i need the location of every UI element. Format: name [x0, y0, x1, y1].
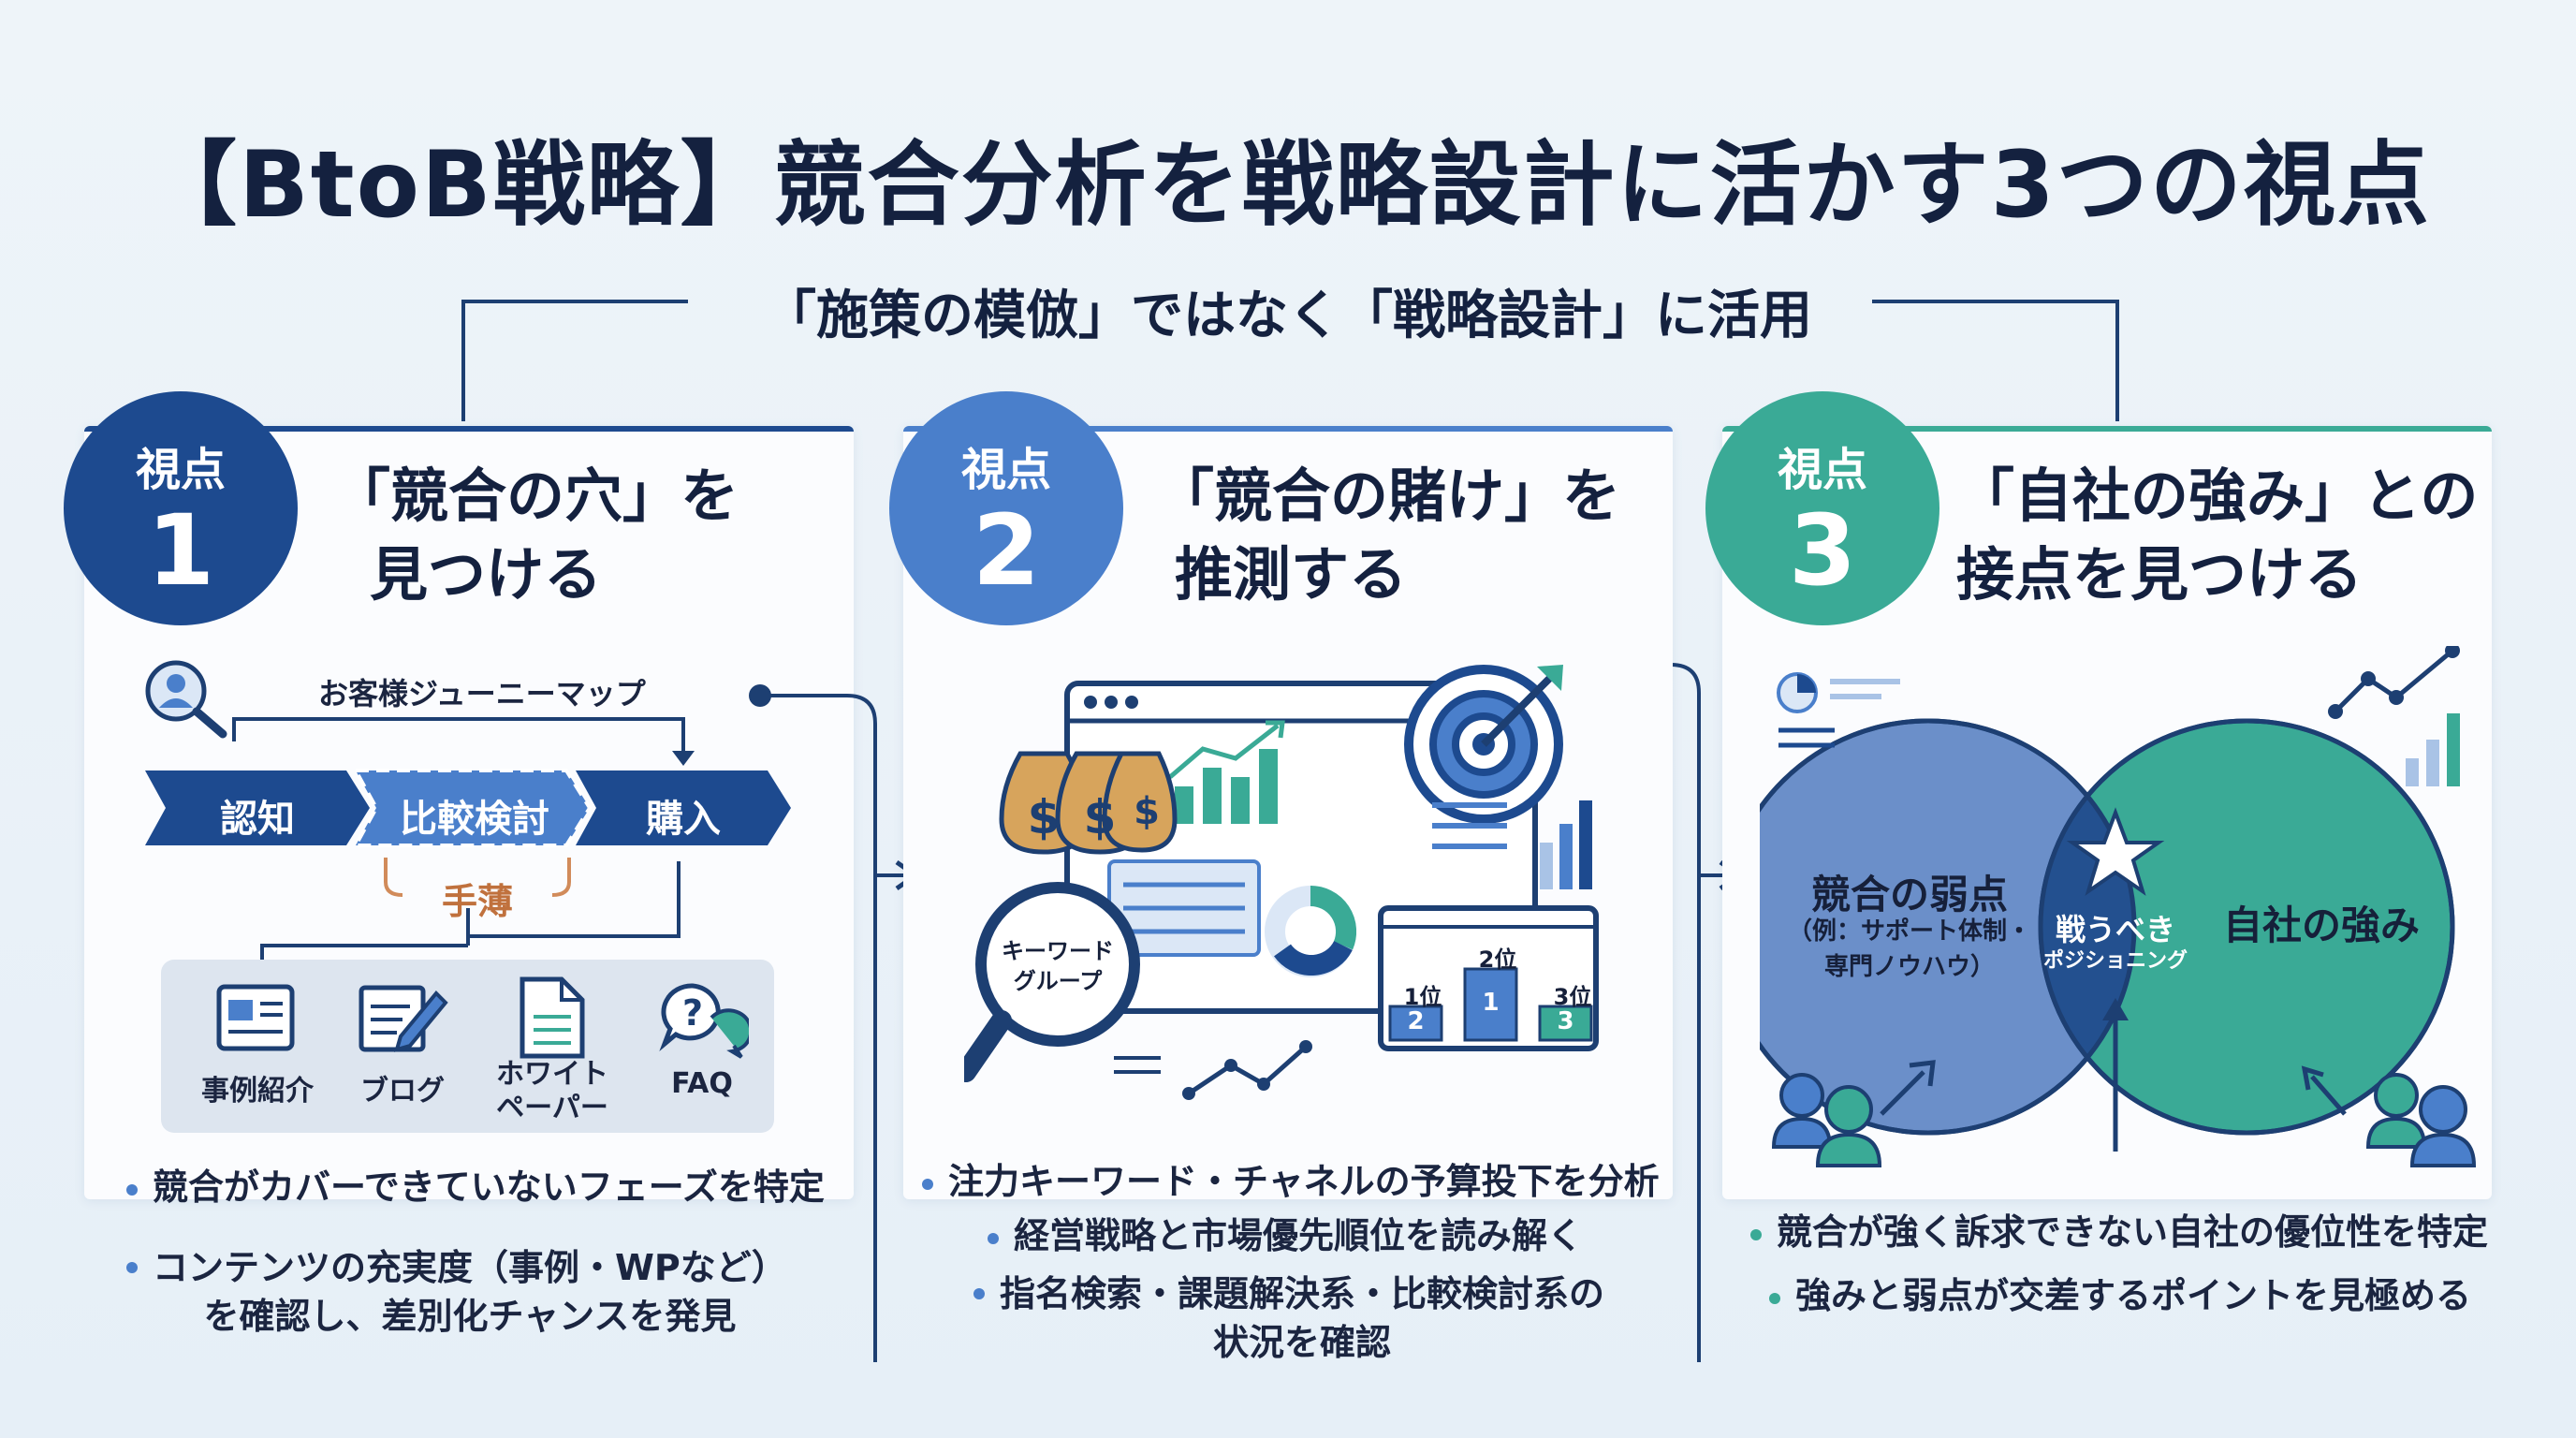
- panel-1-title-line2: 見つける: [370, 540, 603, 609]
- venn-left-title: 競合の弱点: [1810, 872, 2008, 917]
- venn-center-subtitle: ポジショニング: [2042, 949, 2188, 973]
- svg-text:?: ?: [682, 992, 703, 1034]
- content-whitepaper: ホワイト ペーパー: [496, 1058, 608, 1124]
- badge-label: 視点: [135, 444, 226, 496]
- svg-text:$: $: [1134, 790, 1160, 833]
- panel-2-title: 「競合の賭け」を 推測する: [1156, 457, 1680, 614]
- stage-awareness: 認知: [220, 798, 295, 841]
- rank-1-label: 1位: [1403, 984, 1442, 1010]
- journey-stages: [145, 769, 791, 847]
- badge-number: 3: [1788, 493, 1857, 608]
- blog-edit-icon: [359, 985, 448, 1052]
- panel-2-bullet-2: 経営戦略と市場優先順位を読み解く: [988, 1211, 1643, 1260]
- gap-bracket: [384, 858, 571, 897]
- content-faq: FAQ: [671, 1067, 733, 1100]
- page-title: 【BtoB戦略】競合分析を戦略設計に活かす3つの視点: [145, 132, 2431, 239]
- panel-1-bullet-2: コンテンツの充実度（事例・WPなど） を確認し、差別化チャンスを発見: [126, 1243, 894, 1341]
- panel-2-title-line2: 推測する: [1175, 540, 1408, 609]
- stage-purchase: 購入: [646, 798, 721, 841]
- customer-search-icon: [145, 660, 227, 739]
- rank-bar-1: 1: [1482, 989, 1500, 1017]
- rank-bar-2: 2: [1407, 1007, 1425, 1035]
- venn-right-title: 自社の強み: [2222, 902, 2420, 948]
- venn-left-subtitle: （例：サポート体制・ 専門ノウハウ）: [1787, 917, 2031, 981]
- viewpoint-3-badge: 視点 3: [1705, 391, 1939, 625]
- viewpoint-1-badge: 視点 1: [64, 391, 298, 625]
- panel-3-bullet-1: 競合が強く訴求できない自社の優位性を特定: [1750, 1208, 2499, 1256]
- venn-center-title: 戦うべき: [2055, 912, 2175, 947]
- rank-2-label: 2位: [1478, 946, 1517, 973]
- journey-map-label: お客様ジューニーマップ: [318, 676, 646, 712]
- panel-1-title: 「競合の穴」を 見つける: [332, 457, 838, 614]
- faq-chat-icon: ?: [659, 983, 749, 1059]
- keyword-group-label: キーワード グループ: [1002, 938, 1114, 994]
- stage-comparison: 比較検討: [400, 798, 549, 841]
- badge-number: 2: [972, 493, 1041, 608]
- page-subtitle: 「施策の模倣」ではなく「戦略設計」に活用: [764, 286, 1812, 346]
- whitepaper-document-icon: [520, 976, 585, 1059]
- panel-2-title-line1: 「競合の賭け」を: [1156, 462, 1621, 530]
- competitor-dashboard-illustration: $ $ $: [964, 665, 1599, 1100]
- panel-3-title-line2: 接点を見つける: [1956, 540, 2364, 609]
- badge-number: 1: [146, 493, 215, 608]
- panel-1-bullet-1: 競合がカバーできていないフェーズを特定: [126, 1163, 894, 1211]
- case-study-icon: [216, 984, 295, 1051]
- badge-label: 視点: [1777, 444, 1867, 496]
- svg-text:$: $: [1084, 790, 1117, 844]
- gap-label: 手薄: [441, 881, 513, 922]
- panel-3-bullet-2: 強みと弱点が交差するポイントを見極める: [1769, 1271, 2499, 1320]
- panel-2-bullet-3: 指名検索・課題解決系・比較検討系の 状況を確認: [973, 1269, 1666, 1367]
- panel-3-title-line1: 「自社の強み」との: [1956, 462, 2479, 530]
- badge-label: 視点: [960, 444, 1051, 496]
- panel-3-title: 「自社の強み」との 接点を見つける: [1956, 457, 2537, 614]
- rank-3-label: 3位: [1553, 984, 1592, 1010]
- venn-diagram: [1760, 646, 2477, 1167]
- svg-text:$: $: [1028, 790, 1061, 844]
- content-blog: ブログ: [360, 1075, 445, 1108]
- viewpoint-2-badge: 視点 2: [889, 391, 1123, 625]
- journey-arrow: [232, 717, 695, 766]
- rank-bar-3: 3: [1557, 1007, 1574, 1035]
- content-case-study: 事例紹介: [201, 1075, 314, 1108]
- panel-1-title-line1: 「競合の穴」を: [332, 462, 739, 530]
- panel-2-bullet-1: 注力キーワード・チャネルの予算投下を分析: [922, 1157, 1671, 1206]
